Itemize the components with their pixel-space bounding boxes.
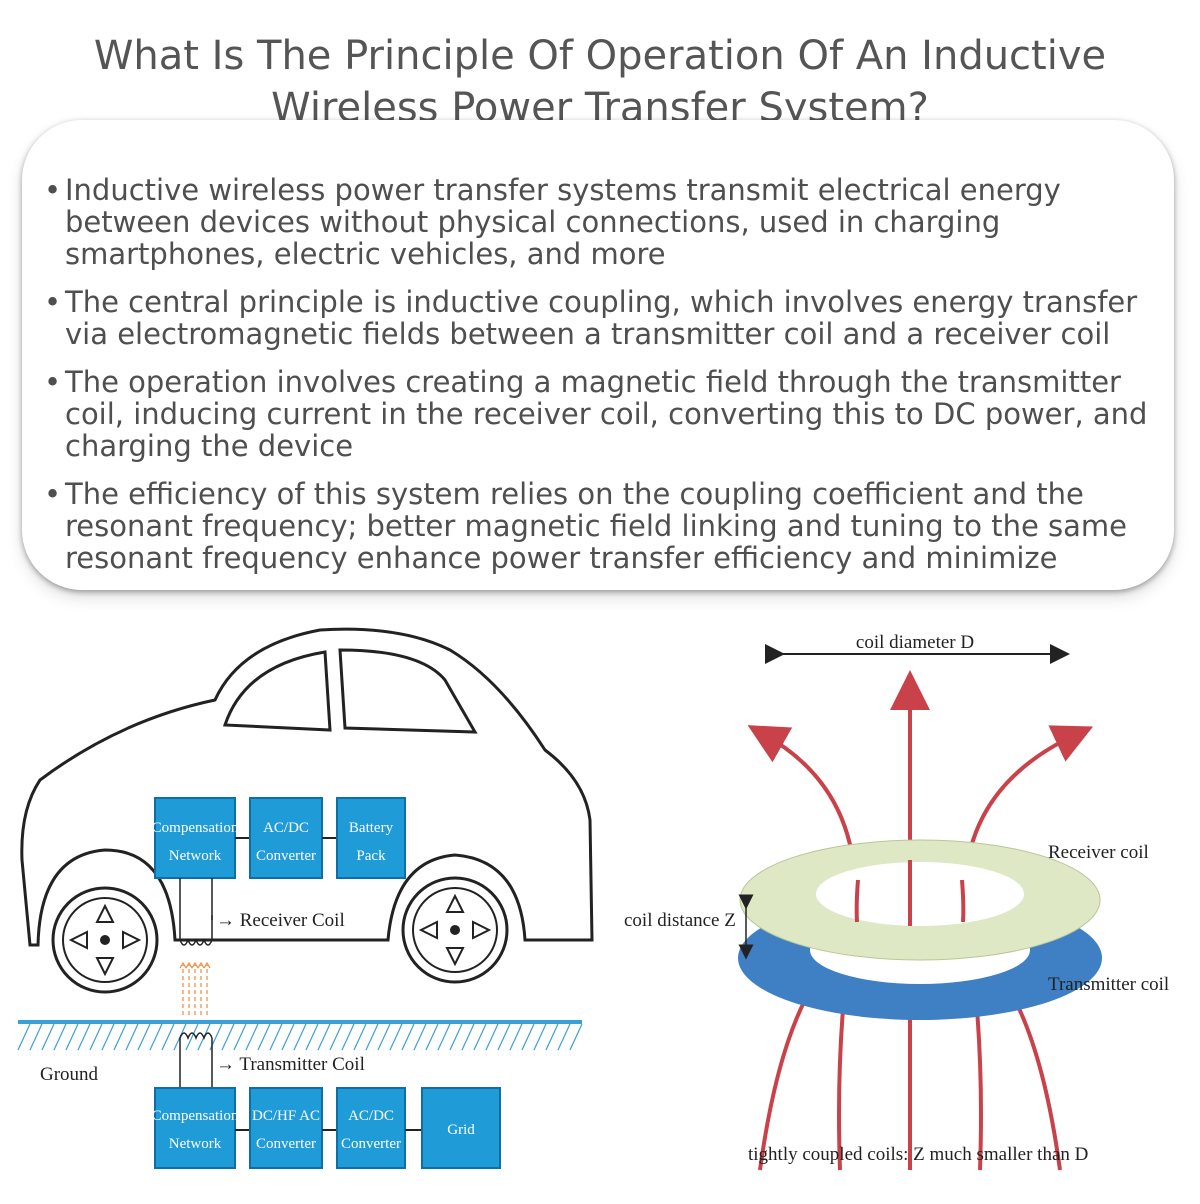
svg-text:Compensation: Compensation	[152, 1108, 239, 1124]
svg-text:Converter: Converter	[341, 1136, 401, 1152]
car-outline-icon	[20, 627, 594, 947]
svg-text:AC/DC: AC/DC	[263, 820, 309, 836]
vehicle-box-acdc: AC/DC Converter	[249, 797, 323, 879]
car-charging-diagram: Compensation Network AC/DC Converter Bat…	[0, 610, 600, 1200]
wheel-icon	[401, 876, 509, 984]
ground-box-grid: Grid	[421, 1087, 501, 1169]
bullet-list: Inductive wireless power transfer system…	[22, 120, 1174, 574]
svg-text:Network: Network	[169, 1136, 222, 1152]
receiver-coil-label: → Receiver Coil	[216, 910, 345, 931]
receiver-coil-ring-icon	[739, 839, 1101, 961]
transmitter-coil-label: → Transmitter Coil	[216, 1054, 365, 1075]
wheel-icon	[51, 886, 159, 994]
ground-hatch	[17, 1023, 583, 1051]
bullet-item: The central principle is inductive coupl…	[44, 286, 1154, 350]
ground-label: Ground	[40, 1064, 99, 1085]
energy-transfer-arrows-icon	[179, 961, 211, 1015]
svg-text:Converter: Converter	[256, 848, 316, 864]
receiver-coil-label: Receiver coil	[1048, 842, 1149, 863]
bullet-item: The operation involves creating a magnet…	[44, 366, 1154, 462]
receiver-coil-icon	[179, 878, 213, 946]
ground-box-compensation: Compensation Network	[152, 1087, 239, 1169]
ground-box-acdc: AC/DC Converter	[336, 1087, 406, 1169]
svg-text:Grid: Grid	[447, 1122, 475, 1138]
svg-text:Network: Network	[169, 848, 222, 864]
page-title: What Is The Principle Of Operation Of An…	[93, 33, 1107, 131]
diameter-label: coil diameter D	[856, 632, 974, 653]
bullet-item: The efficiency of this system relies on …	[44, 478, 1154, 574]
ground-box-dchfac: DC/HF AC Converter	[249, 1087, 323, 1169]
car-window-icon	[338, 648, 478, 734]
svg-text:AC/DC: AC/DC	[348, 1108, 394, 1124]
svg-text:Compensation: Compensation	[152, 820, 239, 836]
car-window-icon	[222, 650, 332, 732]
svg-text:Converter: Converter	[256, 1136, 316, 1152]
summary-card: Inductive wireless power transfer system…	[22, 120, 1174, 590]
vehicle-box-battery: Battery Pack	[336, 797, 406, 879]
distance-label: coil distance Z	[624, 910, 736, 931]
caption: tightly coupled coils: Z much smaller th…	[748, 1144, 1088, 1165]
coil-coupling-diagram: coil diameter D Receiver coil Transmitte…	[600, 610, 1200, 1200]
transmitter-coil-icon	[179, 1032, 213, 1088]
svg-text:DC/HF AC: DC/HF AC	[252, 1108, 320, 1124]
svg-text:Pack: Pack	[356, 848, 386, 864]
svg-text:Battery: Battery	[349, 820, 394, 836]
bullet-item: Inductive wireless power transfer system…	[44, 174, 1154, 270]
vehicle-box-compensation: Compensation Network	[152, 797, 239, 879]
transmitter-coil-label: Transmitter coil	[1048, 974, 1169, 995]
